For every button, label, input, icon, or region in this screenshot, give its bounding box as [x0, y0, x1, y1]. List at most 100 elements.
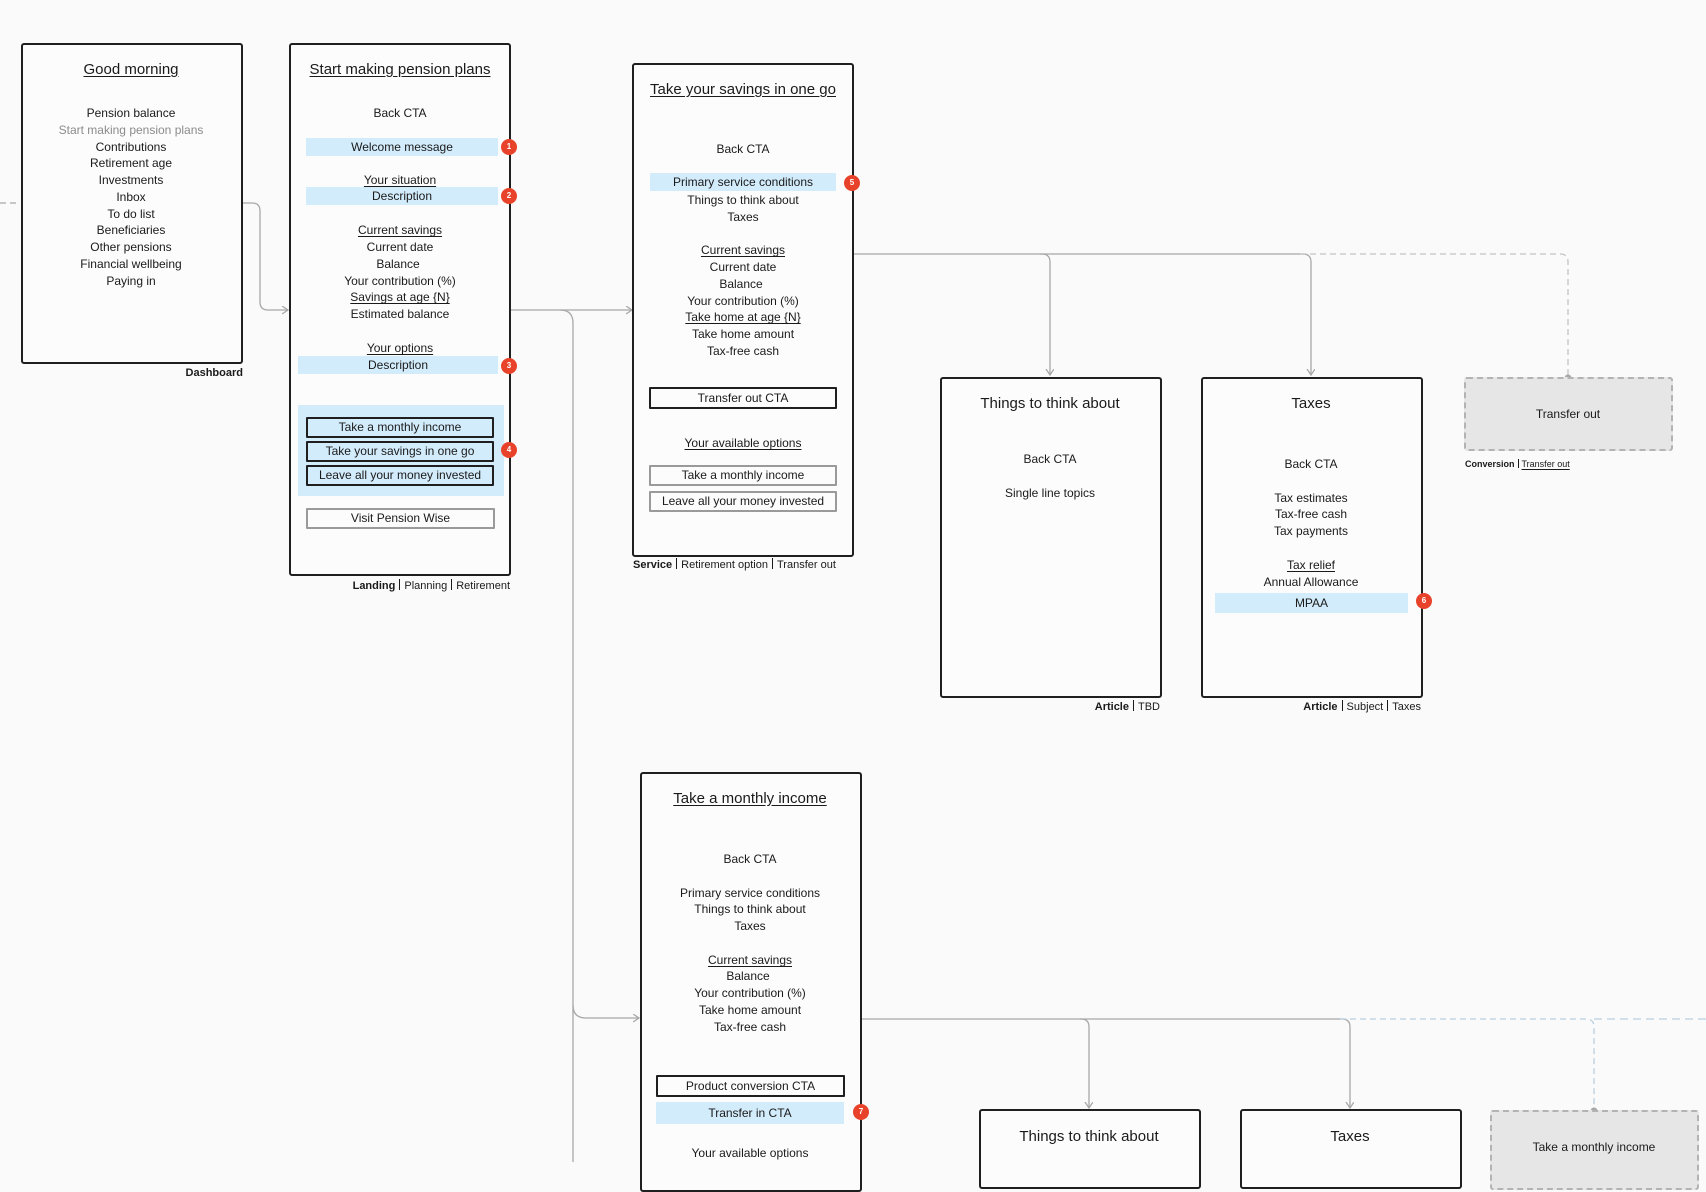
- dashboard-item: Investments: [98, 173, 164, 187]
- onego-option-button[interactable]: Leave all your money invested: [649, 491, 837, 512]
- dashboard-frame: [21, 43, 243, 364]
- dashboard-caption: Dashboard: [185, 367, 243, 379]
- taxes-article-item: Tax-free cash: [1274, 507, 1348, 521]
- annotation-badge: 6: [1416, 593, 1432, 609]
- landing-balance: Balance: [376, 257, 420, 271]
- product-conversion-cta-button[interactable]: Product conversion CTA: [656, 1075, 845, 1097]
- monthly-tax-free-cash: Tax-free cash: [713, 1020, 787, 1034]
- onego-available-heading: Your available options: [684, 436, 802, 450]
- landing-option-button[interactable]: Take your savings in one go: [306, 441, 494, 462]
- taxes-article-title: Taxes: [1291, 395, 1331, 412]
- landing-welcome-message: Welcome message: [306, 138, 498, 156]
- monthly-taxes-link: Taxes: [734, 919, 766, 933]
- monthly-contribution: Your contribution (%): [694, 986, 806, 1000]
- monthly-income-placeholder-label: Take a monthly income: [1532, 1140, 1656, 1154]
- onego-contribution: Your contribution (%): [687, 294, 799, 308]
- things-bottom-title: Things to think about: [1019, 1128, 1159, 1145]
- landing-back-cta: Back CTA: [373, 106, 427, 120]
- taxes-article-relief-heading: Tax relief: [1286, 558, 1336, 572]
- monthly-balance: Balance: [726, 969, 770, 983]
- monthly-things-link: Things to think about: [694, 902, 806, 916]
- landing-savings-at-age: Savings at age {N}: [350, 290, 450, 304]
- monthly-title: Take a monthly income: [673, 790, 827, 807]
- onego-option-button[interactable]: Take a monthly income: [649, 465, 837, 486]
- annotation-badge: 2: [501, 188, 517, 204]
- dashboard-item: Financial wellbeing: [80, 257, 182, 271]
- onego-take-home-at-age: Take home at age {N}: [685, 310, 801, 324]
- annotation-badge: 1: [501, 139, 517, 155]
- dashboard-item: Start making pension plans: [58, 123, 204, 137]
- taxes-article-mpaa: MPAA: [1215, 593, 1408, 613]
- transfer-out-cta-button[interactable]: Transfer out CTA: [649, 387, 837, 409]
- landing-situation-description: Description: [306, 187, 498, 205]
- onego-current-date: Current date: [709, 260, 777, 274]
- landing-option-button[interactable]: Take a monthly income: [306, 417, 494, 438]
- landing-options-description: Description: [298, 356, 498, 374]
- transfer-out-placeholder: [1464, 377, 1673, 451]
- annotation-badge: 5: [844, 175, 860, 191]
- taxes-article-back-cta: Back CTA: [1284, 457, 1338, 471]
- landing-estimated-balance: Estimated balance: [350, 307, 450, 321]
- dashboard-item: To do list: [107, 207, 155, 221]
- onego-balance: Balance: [719, 277, 763, 291]
- onego-frame: [632, 63, 854, 557]
- dashboard-item: Beneficiaries: [96, 223, 166, 237]
- transfer-out-label: Transfer out: [1535, 407, 1601, 421]
- landing-title: Start making pension plans: [309, 61, 491, 78]
- landing-savings-heading: Current savings: [357, 223, 443, 237]
- dashboard-item: Contributions: [95, 140, 167, 154]
- landing-contribution: Your contribution (%): [344, 274, 456, 288]
- dashboard-item: Paying in: [106, 274, 156, 288]
- onego-savings-heading: Current savings: [700, 243, 786, 257]
- monthly-savings-heading: Current savings: [707, 953, 793, 967]
- onego-primary-conditions: Primary service conditions: [650, 173, 836, 191]
- things-article-back-cta: Back CTA: [1023, 452, 1077, 466]
- visit-pension-wise-button[interactable]: Visit Pension Wise: [306, 508, 495, 529]
- onego-take-home-amount: Take home amount: [691, 327, 795, 341]
- taxes-bottom-title: Taxes: [1330, 1128, 1370, 1145]
- onego-taxes-link: Taxes: [727, 210, 759, 224]
- onego-back-cta: Back CTA: [716, 142, 770, 156]
- connector-monthly-ghost: [1340, 1018, 1595, 1109]
- taxes-article-item: Tax estimates: [1274, 491, 1348, 505]
- dashboard-item: Other pensions: [90, 240, 172, 254]
- connector-onego-taxes: [1040, 253, 1311, 375]
- landing-current-date: Current date: [366, 240, 434, 254]
- connector-dashboard-landing: [242, 202, 288, 310]
- taxes-bottom-frame: [1240, 1109, 1462, 1189]
- annotation-badge: 7: [853, 1104, 869, 1120]
- monthly-back-cta: Back CTA: [723, 852, 777, 866]
- onego-things-link: Things to think about: [687, 193, 799, 207]
- landing-options-heading: Your options: [366, 341, 434, 355]
- connector-monthly-things: [861, 1018, 1089, 1108]
- monthly-available-heading: Your available options: [691, 1146, 809, 1160]
- annotation-badge: 4: [501, 442, 517, 458]
- landing-situation-heading: Your situation: [363, 173, 437, 187]
- connector-landing-monthly: [559, 309, 574, 1162]
- dashboard-item: Retirement age: [89, 156, 173, 170]
- dashboard-item: Inbox: [116, 190, 146, 204]
- taxes-article-item: Tax payments: [1273, 524, 1349, 538]
- onego-tax-free-cash: Tax-free cash: [706, 344, 780, 358]
- connector-to-monthly: [572, 1004, 639, 1018]
- things-bottom-frame: [979, 1109, 1201, 1189]
- things-article-frame: [940, 377, 1162, 698]
- connector-onego-things: [853, 253, 1050, 375]
- taxes-article-annual-allowance: Annual Allowance: [1263, 575, 1359, 589]
- landing-option-button[interactable]: Leave all your money invested: [306, 465, 494, 486]
- transfer-in-cta[interactable]: Transfer in CTA: [656, 1102, 844, 1124]
- things-article-title: Things to think about: [980, 395, 1120, 412]
- connector-monthly-taxes: [1080, 1018, 1350, 1108]
- taxes-article-frame: [1201, 377, 1423, 698]
- dashboard-item: Pension balance: [86, 106, 176, 120]
- monthly-primary-conditions: Primary service conditions: [679, 886, 821, 900]
- annotation-badge: 3: [501, 358, 517, 374]
- connector-onego-transfer: [1300, 253, 1569, 376]
- onego-title: Take your savings in one go: [650, 81, 836, 98]
- dashboard-title: Good morning: [83, 61, 179, 78]
